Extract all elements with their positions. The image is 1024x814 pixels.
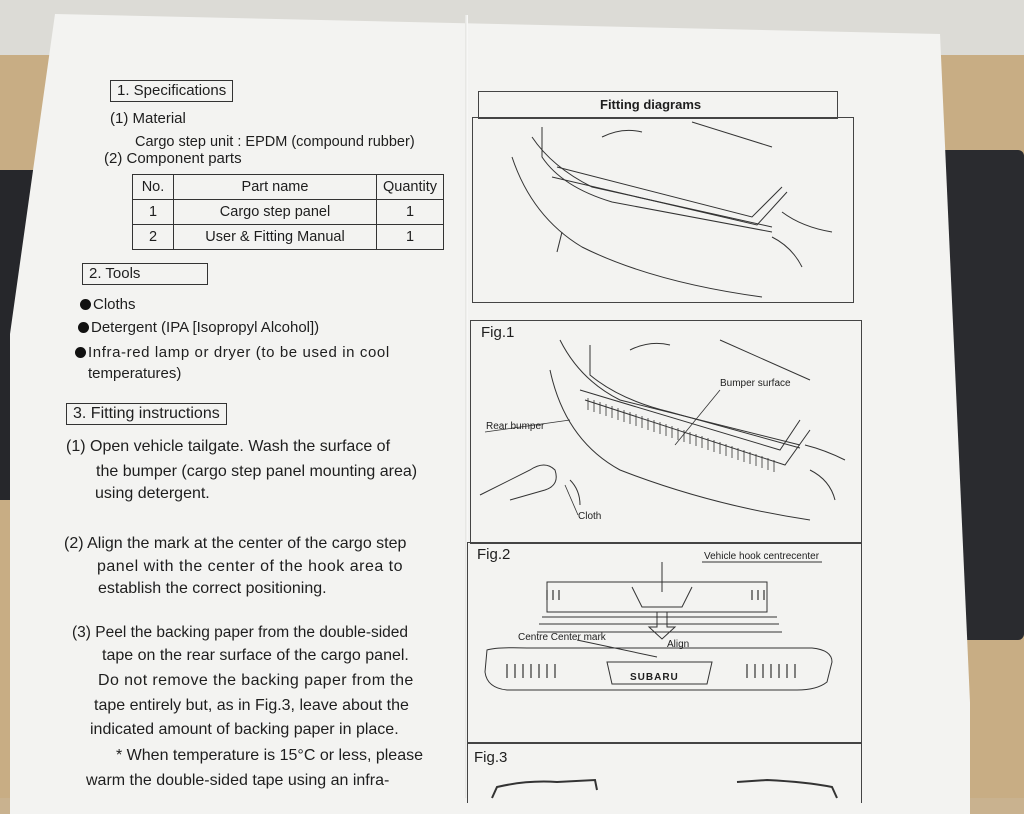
tool-item: Detergent (IPA [Isopropyl Alcohol]) bbox=[78, 317, 319, 339]
table-cell: 1 bbox=[376, 199, 444, 225]
fig1-label: Fig.1 bbox=[481, 324, 515, 341]
table-header: Part name bbox=[173, 174, 377, 200]
section3-heading: 3. Fitting instructions bbox=[66, 403, 227, 425]
fig2-label: Fig.2 bbox=[477, 546, 511, 563]
paper-fold bbox=[465, 15, 468, 798]
material-label: (1) Material bbox=[110, 110, 186, 127]
step1-line: using detergent. bbox=[95, 485, 210, 502]
step2-line: panel with the center of the hook area t… bbox=[97, 558, 404, 575]
step3-line: indicated amount of backing paper in pla… bbox=[90, 721, 399, 738]
table-row: 2 User & Fitting Manual 1 bbox=[132, 224, 444, 250]
align-label: Align bbox=[667, 639, 690, 650]
step2-line: (2) Align the mark at the center of the … bbox=[64, 535, 407, 552]
table-cell: 1 bbox=[376, 224, 444, 250]
table-row: 1 Cargo step panel 1 bbox=[132, 199, 444, 225]
rear-bumper-label: Rear bumper bbox=[486, 421, 545, 432]
bullet-icon bbox=[75, 347, 86, 358]
fig3-drawing bbox=[491, 778, 838, 799]
step3-line: warm the double-sided tape using an infr… bbox=[86, 772, 390, 789]
table-header-row: No. Part name Quantity bbox=[132, 174, 444, 200]
fig2-drawing bbox=[484, 561, 833, 691]
step3-line: (3) Peel the backing paper from the doub… bbox=[72, 624, 409, 641]
fitting-diagrams-title-box bbox=[478, 91, 838, 119]
table-header: No. bbox=[132, 174, 174, 200]
overview-diagram-frame bbox=[472, 117, 854, 303]
step1-line: (1) Open vehicle tailgate. Wash the surf… bbox=[66, 438, 391, 455]
table-cell: 1 bbox=[132, 199, 174, 225]
tool-item-label: Detergent (IPA [Isopropyl Alcohol]) bbox=[91, 319, 320, 336]
table-cell: 2 bbox=[132, 224, 174, 250]
fig3-label: Fig.3 bbox=[474, 749, 508, 766]
step3-line: tape entirely but, as in Fig.3, leave ab… bbox=[94, 697, 409, 714]
instruction-sheet bbox=[10, 14, 970, 814]
fitting-diagrams-title: Fitting diagrams bbox=[600, 97, 702, 112]
step3-line: Do not remove the backing paper from the bbox=[98, 672, 414, 689]
step1-line: the bumper (cargo step panel mounting ar… bbox=[96, 463, 418, 480]
fig1-frame bbox=[470, 320, 862, 544]
fig3-frame bbox=[467, 742, 862, 803]
cloth-label: Cloth bbox=[578, 511, 602, 522]
bumper-surface-label: Bumper surface bbox=[720, 378, 791, 389]
tool-item-label: Infra-red lamp or dryer (to be used in c… bbox=[88, 344, 390, 361]
step3-line: * When temperature is 15°C or less, plea… bbox=[116, 747, 423, 764]
tool-item-continued: temperatures) bbox=[88, 365, 182, 382]
hook-center-label: Vehicle hook centrecenter bbox=[704, 551, 820, 562]
section2-heading: 2. Tools bbox=[82, 263, 208, 285]
bullet-icon bbox=[78, 322, 89, 333]
bullet-icon bbox=[80, 299, 91, 310]
step2-line: establish the correct positioning. bbox=[98, 580, 327, 597]
components-label: (2) Component parts bbox=[104, 150, 242, 167]
fig1-drawing bbox=[479, 339, 846, 521]
overview-diagram bbox=[511, 121, 833, 298]
tool-item: Cloths bbox=[80, 294, 136, 316]
table-header: Quantity bbox=[376, 174, 444, 200]
fig2-frame bbox=[467, 542, 862, 744]
center-mark-label: Centre Center mark bbox=[518, 632, 606, 643]
table-cell: Cargo step panel bbox=[173, 199, 377, 225]
brand-mark: SUBARU bbox=[630, 672, 679, 683]
step3-line: tape on the rear surface of the cargo pa… bbox=[102, 647, 409, 664]
tool-item: Infra-red lamp or dryer (to be used in c… bbox=[75, 342, 390, 364]
section1-heading: 1. Specifications bbox=[110, 80, 234, 102]
component-parts-table: No. Part name Quantity 1 Cargo step pane… bbox=[132, 174, 444, 250]
material-value: Cargo step unit : EPDM (compound rubber) bbox=[135, 134, 415, 150]
table-cell: User & Fitting Manual bbox=[173, 224, 377, 250]
tool-item-label: Cloths bbox=[93, 296, 136, 313]
